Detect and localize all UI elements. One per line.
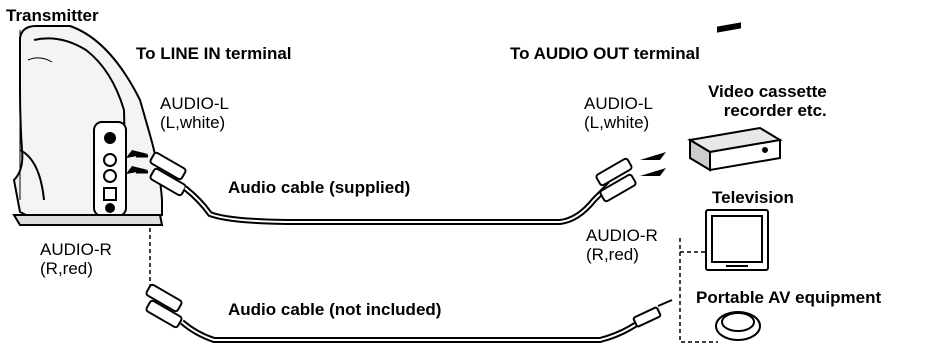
supplied-cable-left-plugs	[149, 151, 187, 197]
output-arrows	[640, 152, 666, 176]
transmitter-label: Transmitter	[6, 6, 99, 25]
supplied-cable-right-plugs	[595, 157, 637, 203]
portable-device	[715, 311, 761, 341]
transmitter-device	[12, 25, 164, 226]
line-in-label: To LINE IN terminal	[136, 44, 292, 63]
dashed-connectors	[149, 228, 718, 343]
television-device	[705, 209, 769, 271]
audio-out-label: To AUDIO OUT terminal	[510, 44, 700, 63]
not-included-cable-left-plugs	[145, 283, 183, 329]
portable-label: Portable AV equipment	[696, 288, 882, 307]
not-included-cable-label: Audio cable (not included)	[228, 300, 442, 319]
audio-l-right-label: AUDIO-L (L,white)	[584, 94, 653, 133]
vcr-device	[687, 22, 783, 172]
audio-r-left-label: AUDIO-R (R,red)	[40, 240, 112, 279]
television-label: Television	[712, 188, 794, 207]
audio-r-right-label: AUDIO-R (R,red)	[586, 226, 658, 265]
supplied-cable-label: Audio cable (supplied)	[228, 178, 411, 197]
not-included-cable	[180, 319, 642, 343]
input-arrows	[126, 150, 148, 174]
mini-plug	[632, 299, 673, 328]
audio-l-left-label: AUDIO-L (L,white)	[160, 94, 229, 133]
vcr-label: Video cassette recorder etc.	[708, 82, 827, 121]
